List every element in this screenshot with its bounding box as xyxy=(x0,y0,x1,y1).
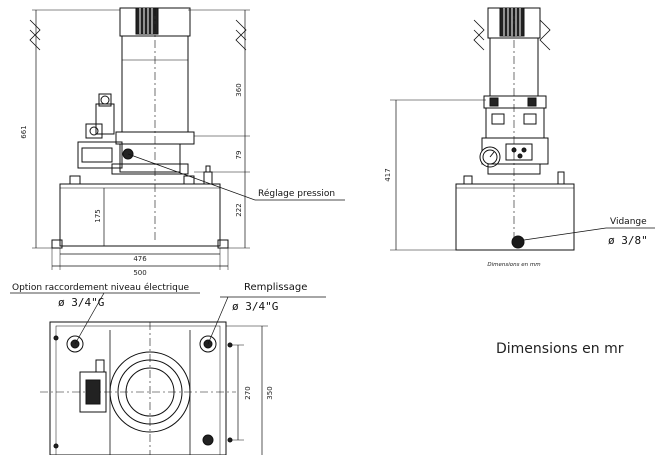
label-units-small: Dimensions en mm xyxy=(487,262,540,268)
label-drain: Vidange xyxy=(610,217,647,227)
label-pressure-adjust: Réglage pression xyxy=(258,188,335,199)
label-filling: Remplissage xyxy=(244,282,307,293)
label-electrical-option: Option raccordement niveau électrique xyxy=(12,282,190,293)
units-caption: Dimensions en mr xyxy=(496,341,624,357)
front-view xyxy=(29,7,345,270)
dim-motor-height: 360 xyxy=(235,83,243,96)
label-drain-size: ø 3/8" xyxy=(608,234,648,247)
label-electrical-size: ø 3/4"G xyxy=(58,296,104,309)
dim-plan-outer: 350 xyxy=(266,386,274,399)
side-view xyxy=(390,7,655,251)
dim-total-height: 661 xyxy=(20,125,28,138)
dim-tank-height: 175 xyxy=(94,209,102,222)
dim-valve-block: 79 xyxy=(235,151,243,160)
dim-side-height: 417 xyxy=(384,168,392,181)
dim-plan-inner: 270 xyxy=(244,386,252,399)
dim-outer-width: 500 xyxy=(133,269,146,277)
plan-view xyxy=(10,292,326,455)
label-filling-size: ø 3/4"G xyxy=(232,300,278,313)
dim-tank-top: 222 xyxy=(235,203,243,216)
dim-inner-width: 476 xyxy=(133,255,147,263)
